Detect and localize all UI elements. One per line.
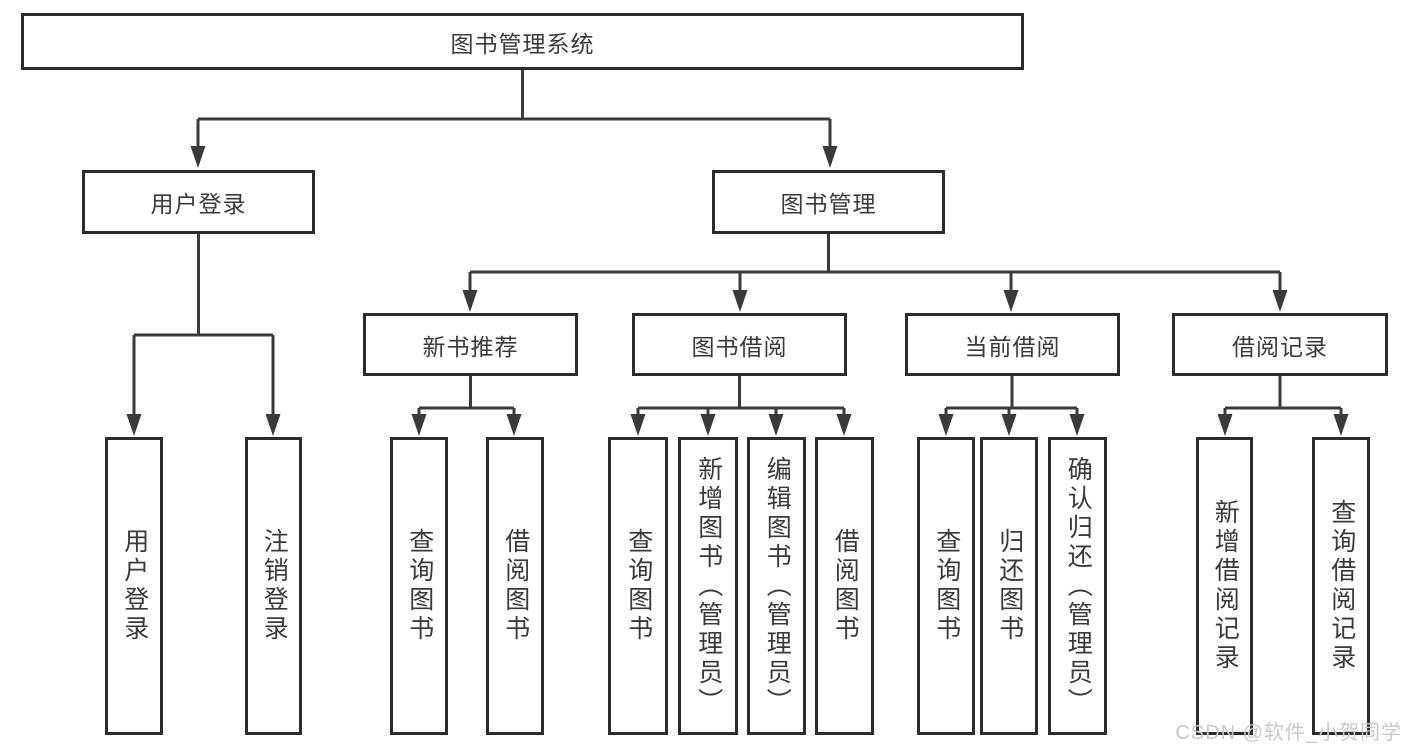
- watermark: CSDN @软件_小贺同学: [1175, 722, 1402, 744]
- node-current-borrow-label: 当前借阅: [964, 333, 1061, 360]
- node-user-login: 用户登录: [82, 170, 315, 234]
- leaf-record-add-label: 新增借阅记录: [1211, 499, 1240, 673]
- leaf-current-query-label: 查询图书: [932, 528, 961, 644]
- leaf-borrow-query-label: 查询图书: [624, 528, 653, 644]
- node-borrow-record: 借阅记录: [1172, 313, 1388, 376]
- node-root: 图书管理系统: [21, 13, 1024, 70]
- leaf-current-return: 归还图书: [980, 437, 1038, 735]
- leaf-record-query-label: 查询借阅记录: [1327, 499, 1356, 673]
- leaf-user-login: 用户登录: [105, 437, 163, 735]
- leaf-current-return-label: 归还图书: [995, 528, 1024, 644]
- leaf-borrow-edit: 编辑图书（管理员）: [747, 437, 806, 735]
- node-root-label: 图书管理系统: [450, 30, 595, 57]
- leaf-borrow-add-label: 新增图书（管理员）: [694, 455, 723, 717]
- leaf-borrow-query: 查询图书: [608, 437, 668, 735]
- node-new-book-recommend-label: 新书推荐: [422, 333, 519, 360]
- leaf-record-query: 查询借阅记录: [1312, 437, 1370, 735]
- leaf-borrow-borrow: 借阅图书: [815, 437, 874, 735]
- leaf-current-confirm-return: 确认归还（管理员）: [1048, 437, 1107, 735]
- node-new-book-recommend: 新书推荐: [363, 313, 578, 376]
- leaf-newbook-borrow-label: 借阅图书: [501, 528, 530, 644]
- leaf-borrow-edit-label: 编辑图书（管理员）: [763, 455, 792, 717]
- leaf-logout: 注销登录: [245, 437, 302, 735]
- node-book-borrow: 图书借阅: [632, 313, 847, 376]
- leaf-record-add: 新增借阅记录: [1196, 437, 1253, 735]
- leaf-borrow-borrow-label: 借阅图书: [831, 528, 860, 644]
- node-book-borrow-label: 图书借阅: [691, 333, 788, 360]
- leaf-user-login-label: 用户登录: [120, 528, 149, 644]
- leaf-current-query: 查询图书: [917, 437, 975, 735]
- node-book-management-label: 图书管理: [780, 191, 877, 217]
- node-borrow-record-label: 借阅记录: [1232, 333, 1328, 360]
- node-book-management: 图书管理: [712, 170, 945, 234]
- leaf-newbook-borrow: 借阅图书: [486, 437, 544, 735]
- leaf-current-confirm-return-label: 确认归还（管理员）: [1064, 455, 1093, 717]
- leaf-newbook-query-label: 查询图书: [405, 528, 434, 644]
- leaf-logout-label: 注销登录: [260, 528, 289, 644]
- leaf-newbook-query: 查询图书: [390, 437, 448, 735]
- node-current-borrow: 当前借阅: [905, 313, 1120, 376]
- node-user-login-label: 用户登录: [150, 191, 247, 217]
- leaf-borrow-add: 新增图书（管理员）: [678, 437, 738, 735]
